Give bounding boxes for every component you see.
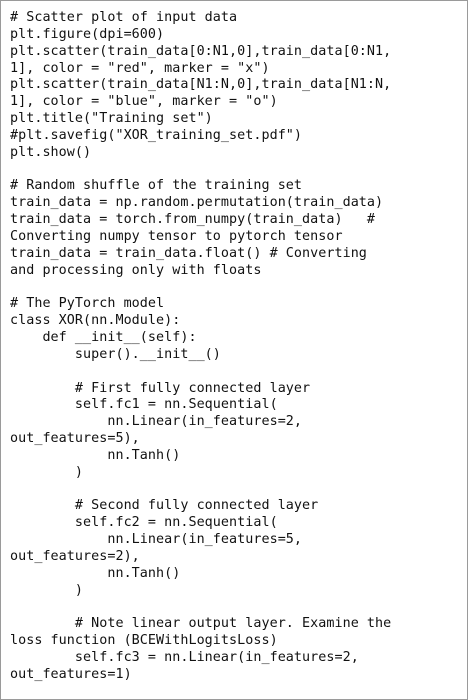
code-line: # Second fully connected layer	[10, 498, 319, 514]
code-line: plt.scatter(train_data[0:N1,0],train_dat…	[10, 43, 392, 59]
code-line: )	[10, 464, 84, 480]
blank-line	[10, 364, 391, 381]
code-line: plt.show()	[10, 144, 92, 160]
code-line: train_data = torch.from_numpy(train_data…	[10, 212, 376, 228]
code-line: Converting numpy tensor to pytorch tenso…	[10, 228, 343, 244]
code-line: class XOR(nn.Module):	[10, 313, 181, 329]
code-line: #plt.savefig("XOR_training_set.pdf")	[10, 127, 303, 143]
code-line: nn.Linear(in_features=2,	[10, 414, 303, 430]
code-line: self.fc1 = nn.Sequential(	[10, 397, 278, 413]
blank-line	[10, 482, 391, 499]
code-line: plt.scatter(train_data[N1:N,0],train_dat…	[10, 77, 392, 93]
code-line: out_features=1)	[10, 666, 132, 682]
blank-line	[10, 162, 391, 179]
code-line: out_features=2),	[10, 549, 140, 564]
code-line: 1], color = "blue", marker = "o")	[10, 94, 278, 110]
code-line: def __init__(self):	[10, 330, 197, 346]
code-line: )	[10, 582, 84, 598]
code-line: super().__init__()	[10, 346, 221, 362]
code-block: # Scatter plot of input data plt.figure(…	[10, 10, 391, 684]
code-line: and processing only with floats	[10, 262, 262, 278]
code-line: plt.title("Training set")	[10, 111, 213, 127]
code-line: self.fc2 = nn.Sequential(	[10, 515, 278, 531]
code-line: # The PyTorch model	[10, 296, 165, 312]
blank-line	[10, 280, 391, 297]
blank-line	[10, 600, 391, 617]
code-line: train_data = np.random.permutation(train…	[10, 195, 384, 211]
code-line: # First fully connected layer	[10, 380, 311, 396]
code-line: self.fc3 = nn.Linear(in_features=2,	[10, 650, 359, 666]
code-line: nn.Tanh()	[10, 565, 181, 581]
code-line: nn.Tanh()	[10, 447, 181, 463]
code-line: # Scatter plot of input data	[10, 10, 238, 25]
code-line: plt.figure(dpi=600)	[10, 26, 165, 42]
code-line: train_data = train_data.float() # Conver…	[10, 245, 367, 261]
code-line: out_features=5),	[10, 431, 140, 447]
code-line: # Random shuffle of the training set	[10, 178, 303, 194]
code-line: nn.Linear(in_features=5,	[10, 532, 303, 548]
code-line: # Note linear output layer. Examine the	[10, 616, 392, 632]
code-line: 1], color = "red", marker = "x")	[10, 60, 270, 76]
code-line: loss function (BCEWithLogitsLoss)	[10, 633, 278, 649]
